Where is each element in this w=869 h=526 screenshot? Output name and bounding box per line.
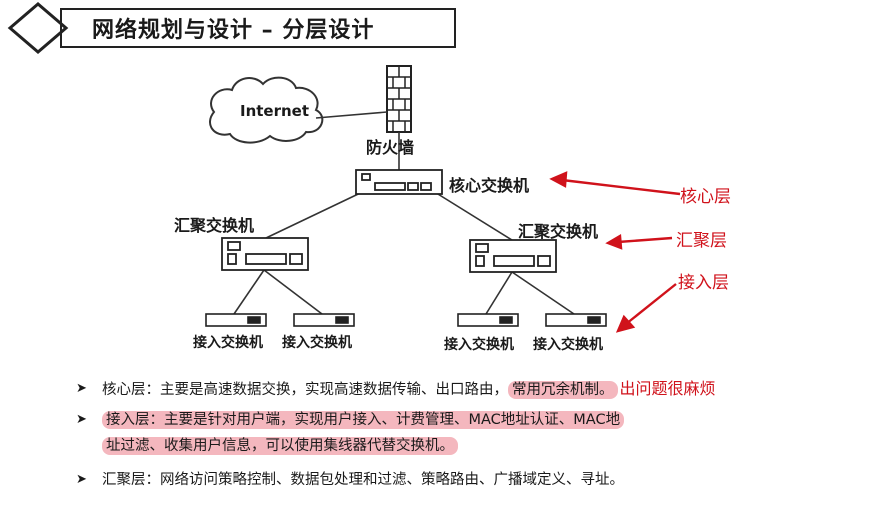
aggregation-left-label: 汇聚交换机	[174, 216, 255, 235]
aggregation-description: 汇聚层：网络访问策略控制、数据包处理和过滤、策略路由、广播域定义、寻址。	[102, 472, 624, 488]
bullet-list: ➤ 核心层：主要是高速数据交换，实现高速数据传输、出口路由，常用冗余机制。出问题…	[74, 376, 854, 493]
access-switch-2-label: 接入交换机	[282, 335, 352, 351]
aggregation-switch-right-icon	[469, 239, 557, 273]
aggregation-right-label: 汇聚交换机	[518, 222, 599, 241]
bullet-access: ➤ 接入层：主要是针对用户端，实现用户接入、计费管理、MAC地址认证、MAC地 …	[74, 407, 854, 459]
core-arrow	[561, 178, 681, 196]
internet-label: Internet	[240, 102, 310, 120]
access-switch-3-label: 接入交换机	[444, 337, 514, 353]
access-switch-4-icon	[545, 313, 607, 327]
arrow-bullet-icon: ➤	[76, 381, 87, 396]
access-layer-annotation: 接入层	[678, 273, 729, 293]
internet-cloud	[209, 76, 324, 144]
core-switch-label: 核心交换机	[449, 176, 530, 195]
bullet-core: ➤ 核心层：主要是高速数据交换，实现高速数据传输、出口路由，常用冗余机制。出问题…	[74, 376, 854, 403]
firewall-icon	[386, 65, 412, 133]
title-box: 网络规划与设计 – 分层设计	[60, 8, 456, 48]
core-switch-icon	[355, 169, 443, 195]
aggregation-switch-left-icon	[221, 237, 309, 271]
access-switch-1-icon	[205, 313, 267, 327]
core-note: 出问题很麻烦	[619, 379, 716, 398]
bullet-aggregation: ➤ 汇聚层：网络访问策略控制、数据包处理和过滤、策略路由、广播域定义、寻址。	[74, 467, 854, 493]
access-switch-3-icon	[457, 313, 519, 327]
access-description-line1: 接入层：主要是针对用户端，实现用户接入、计费管理、MAC地址认证、MAC地	[102, 411, 625, 429]
core-highlight: 常用冗余机制。	[508, 381, 618, 399]
aggregation-layer-annotation: 汇聚层	[676, 231, 727, 251]
access-description-line2: 址过滤、收集用户信息，可以使用集线器代替交换机。	[102, 437, 458, 455]
access-switch-1-label: 接入交换机	[193, 335, 263, 351]
firewall-label: 防火墙	[366, 138, 415, 157]
diamond-icon	[7, 2, 69, 54]
arrow-bullet-icon: ➤	[76, 412, 87, 427]
arrow-bullet-icon: ➤	[76, 472, 87, 487]
aggregation-arrow	[617, 236, 673, 244]
network-links	[233, 111, 575, 315]
access-arrow	[625, 283, 677, 325]
core-description: 核心层：主要是高速数据交换，实现高速数据传输、出口路由，	[102, 382, 508, 398]
core-layer-annotation: 核心层	[680, 187, 731, 207]
access-switch-4-label: 接入交换机	[533, 337, 603, 353]
annotation-arrows	[549, 171, 681, 333]
access-switch-2-icon	[293, 313, 355, 327]
page-title: 网络规划与设计 – 分层设计	[92, 18, 375, 43]
